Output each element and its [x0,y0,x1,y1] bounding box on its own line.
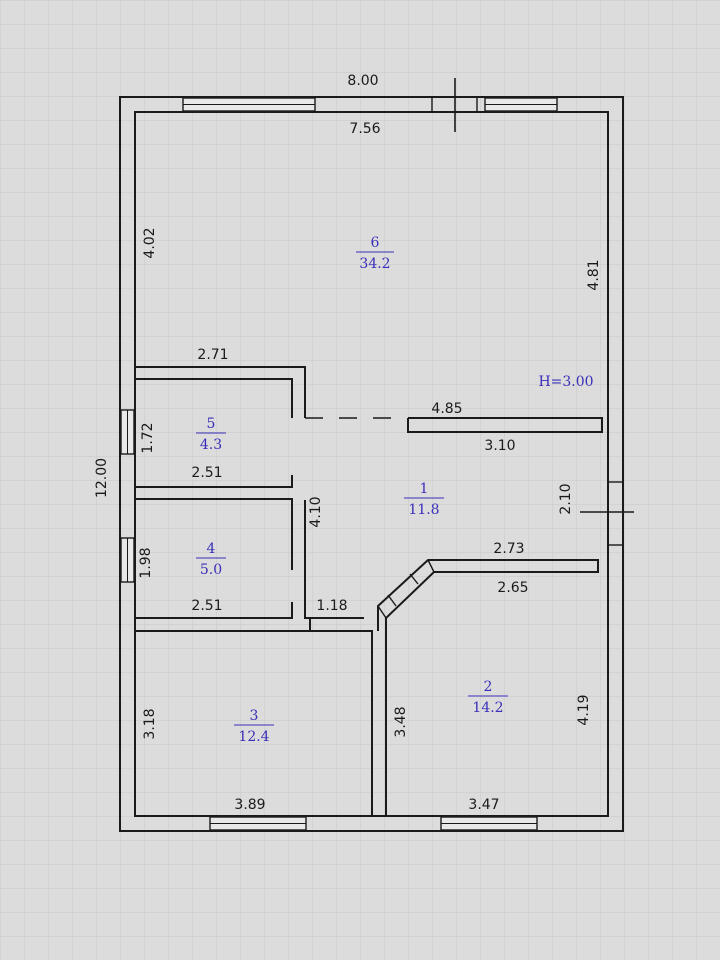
dim-hall-right: 2.10 [558,483,574,514]
room2-chamfer-tick-2 [427,559,435,573]
dim-overall-height: 12.00 [94,458,110,498]
entrance-marks [431,78,634,546]
room-6-label: 6 34.2 [356,235,394,272]
dim-room3-inner-side: 3.48 [393,706,409,737]
dim-room2-bottom: 3.47 [468,797,499,813]
dim-room2-top-inner: 2.65 [497,580,528,596]
dim-room2-top: 2.73 [493,541,524,557]
dim-hall-side: 4.10 [308,496,324,527]
room5-top-wall-outer [135,366,306,418]
room-4-number: 4 [207,541,216,557]
room-6-number: 6 [371,235,380,251]
dim-room5-top: 2.71 [197,347,228,363]
hall-partition [407,417,603,433]
room-3-number: 3 [250,708,259,724]
dim-room4-bottom: 2.51 [191,598,222,614]
dim-room3-side: 3.18 [142,708,158,739]
room3-top-wall [135,630,373,816]
dim-room4-side: 1.98 [138,547,154,578]
room-2-area: 14.2 [472,700,503,716]
dim-hall-partition: 4.85 [431,401,462,417]
dim-room5-side: 1.72 [140,422,156,453]
room-labels: 6 34.2 5 4.3 1 11.8 4 5.0 3 12.4 2 14.2 [196,235,508,745]
dimension-labels: 8.00 7.56 4.02 4.81 2.71 1.72 2.51 4.85 … [94,73,602,813]
dim-room5-bottom: 2.51 [191,465,222,481]
room5-top-wall-inner [135,378,293,418]
room4-top-wall [135,498,293,570]
dim-room6-left: 4.02 [142,227,158,258]
dim-hall-partition-inner: 3.10 [484,438,515,454]
room-1-number: 1 [420,481,429,497]
room-1-label: 1 11.8 [404,481,444,518]
room2-wall-chamfer [377,559,599,816]
corridor-wall-right [304,500,364,619]
ceiling-height-label: H=3.00 [538,374,593,390]
room5-bottom-wall-upper [135,475,293,488]
dim-room6-right: 4.81 [586,259,602,290]
room-5-number: 5 [207,416,216,432]
outer-wall-outline [119,96,624,832]
room-3-label: 3 12.4 [234,708,274,745]
room-1-area: 11.8 [408,502,439,518]
dim-room2-right: 4.19 [576,694,592,725]
room-4-label: 4 5.0 [196,541,226,578]
room-6-area: 34.2 [359,256,390,272]
windows [120,97,558,831]
room4-bottom-wall [135,602,293,619]
room-4-area: 5.0 [200,562,222,578]
dim-room3-bottom: 3.89 [234,797,265,813]
room-5-area: 4.3 [200,437,222,453]
room2-chamfer-tick-3 [387,594,397,607]
dim-overall-width: 8.00 [347,73,378,89]
dim-top-inner: 7.56 [349,121,380,137]
room-2-number: 2 [484,679,493,695]
room2-chamfer-tick-4 [409,573,419,585]
dim-corridor-gap: 1.18 [316,598,347,614]
room-3-area: 12.4 [238,729,269,745]
room-2-label: 2 14.2 [468,679,508,716]
interior-walls [135,366,603,816]
room2-chamfer-tick-1 [377,605,387,619]
room-5-label: 5 4.3 [196,416,226,453]
